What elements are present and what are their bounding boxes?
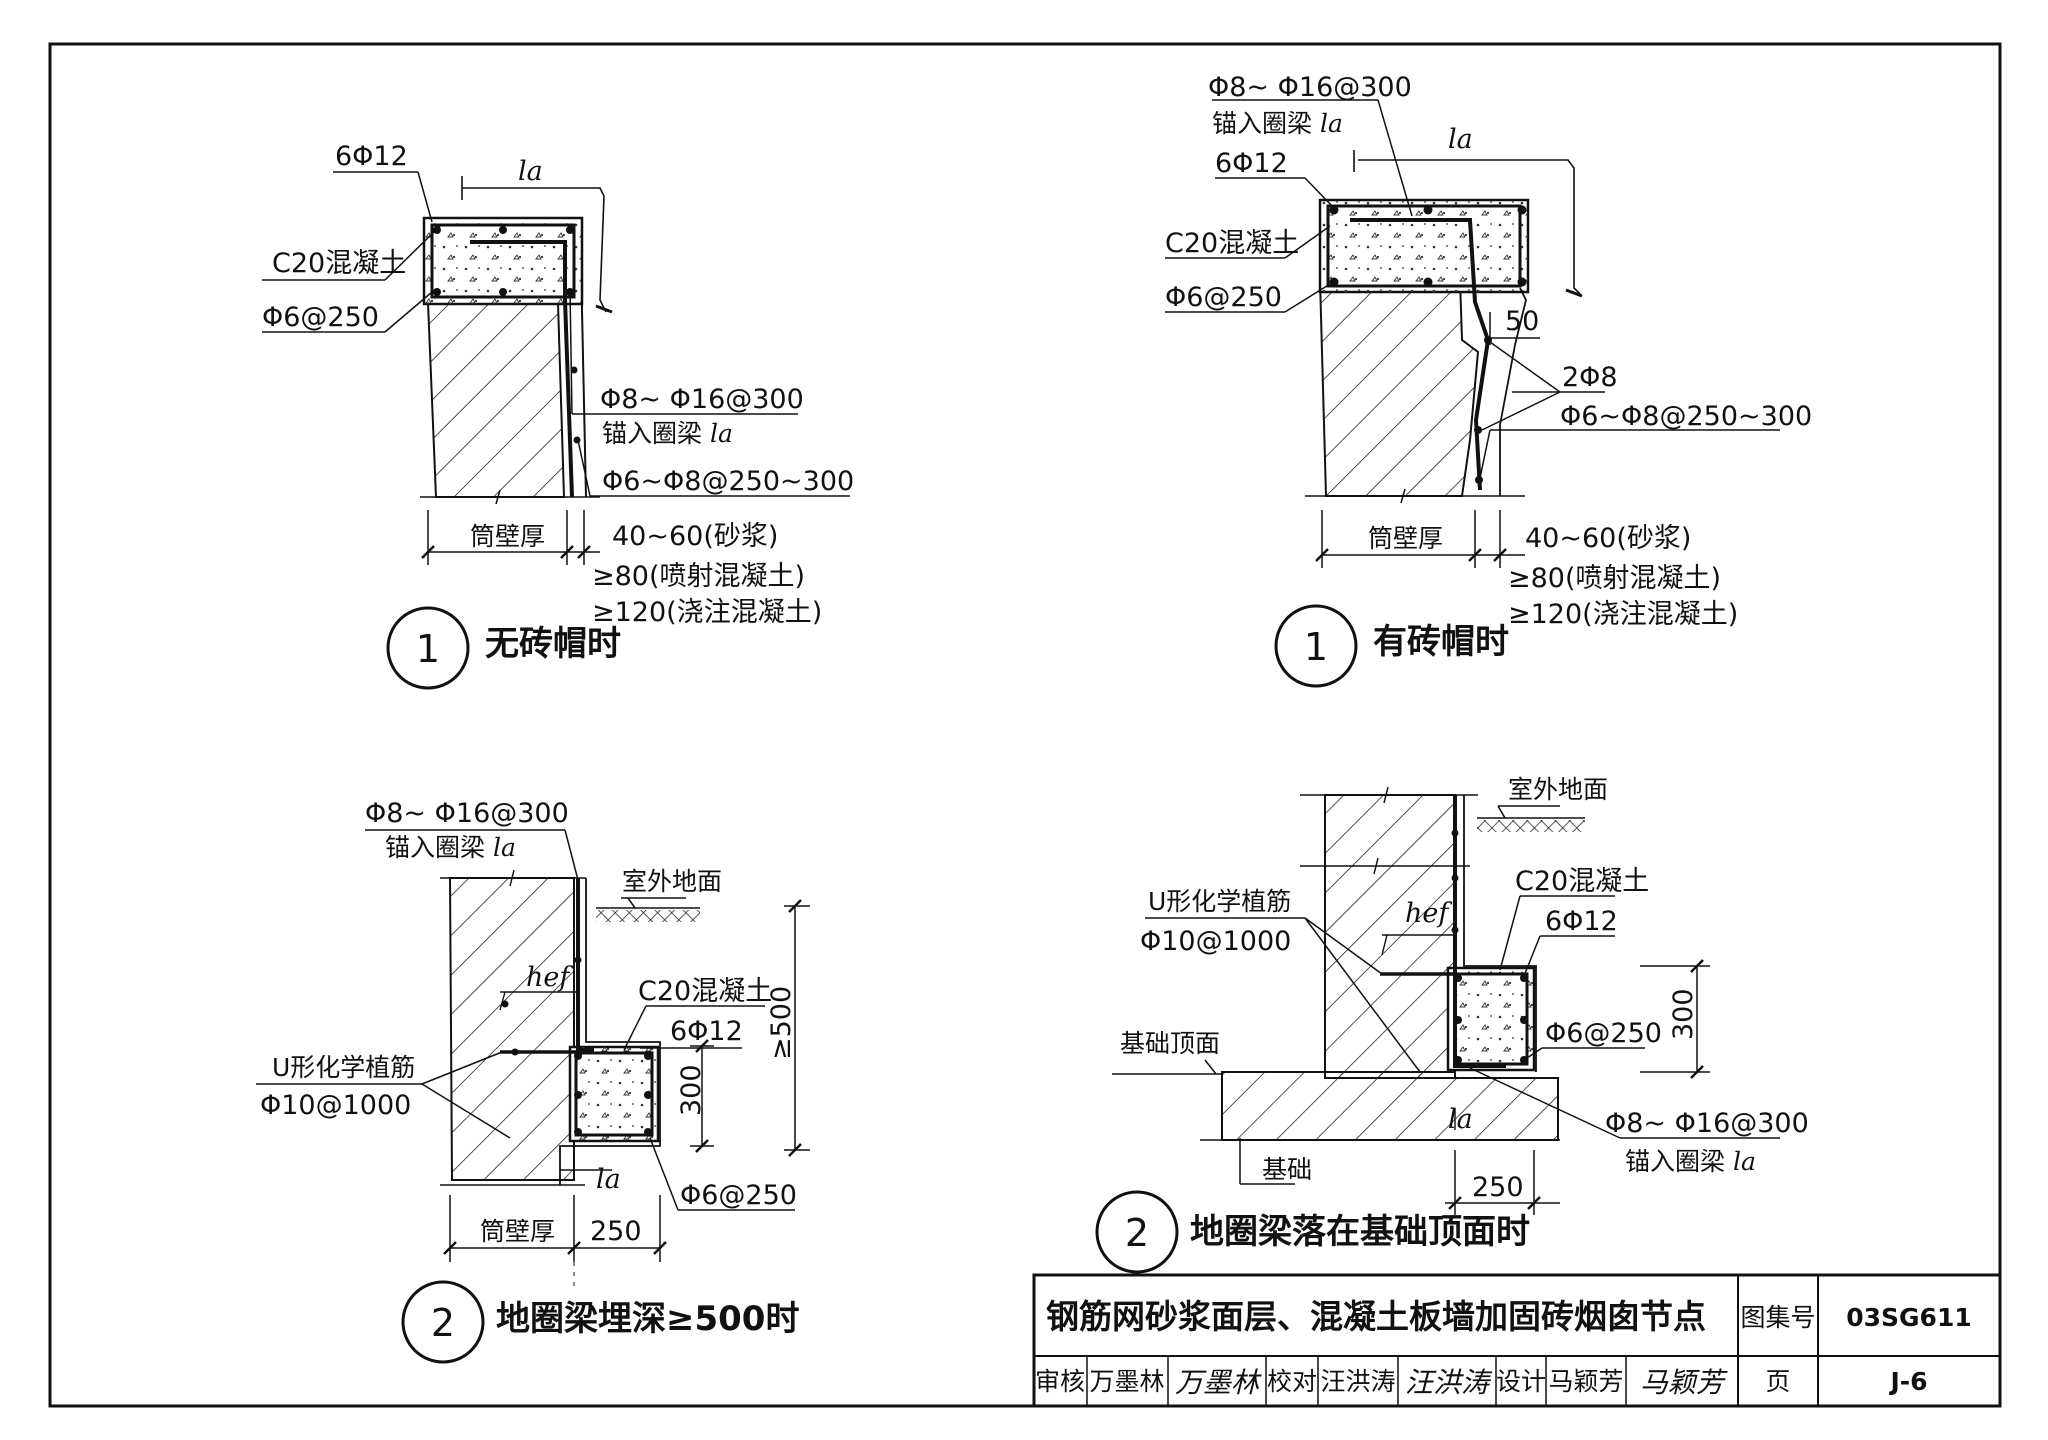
reviewer-name: 万墨林 <box>1089 1367 1164 1396</box>
anchor-note-label: 锚入圈梁 la <box>1212 109 1343 138</box>
anchor-length-label: la <box>1448 1104 1473 1135</box>
layer-cast-label: ≥120(浇注混凝土) <box>1508 599 1738 630</box>
anchor-length-label: la <box>1448 124 1473 155</box>
detail-title: 地圈梁埋深≥500时 <box>496 1299 799 1339</box>
detail-2-beam-on-foundation: 室外地面 C20混凝土 6Φ12 U形化学植筋 Φ10@1000 hef 300… <box>1095 775 1809 1274</box>
main-bar-label: 6Φ12 <box>670 1016 743 1047</box>
stirrup-label: Φ6@250 <box>1545 1018 1662 1049</box>
stirrup-label: Φ6@250 <box>680 1180 797 1211</box>
page-number: J-6 <box>1888 1367 1927 1396</box>
main-bar-label: 6Φ12 <box>1545 906 1618 937</box>
anchor-note-label: 锚入圈梁 la <box>1625 1147 1756 1176</box>
concrete-label: C20混凝土 <box>1165 228 1299 259</box>
atlas-label: 图集号 <box>1740 1303 1815 1332</box>
drawing-title: 钢筋网砂浆面层、混凝土板墙加固砖烟囱节点 <box>1046 1297 1706 1336</box>
detail-number-circle <box>386 606 470 690</box>
foundation-top-label: 基础顶面 <box>1120 1029 1220 1058</box>
checker-signature: 汪洪涛 <box>1405 1366 1493 1399</box>
anchor-length-label: la <box>518 156 543 187</box>
design-label: 设计 <box>1496 1367 1546 1396</box>
ground-hatch <box>596 910 700 922</box>
anchor-bar <box>470 240 574 498</box>
title-block: 钢筋网砂浆面层、混凝土板墙加固砖烟囱节点 图集号 03SG611 审核 万墨林 … <box>1032 1273 2002 1408</box>
review-label: 审核 <box>1035 1367 1085 1396</box>
atlas-number: 03SG611 <box>1846 1303 1972 1332</box>
main-bar-label: 6Φ12 <box>1215 148 1288 179</box>
hef-label: hef <box>526 962 573 993</box>
chimney-wall <box>1318 279 1480 497</box>
detail-title: 地圈梁落在基础顶面时 <box>1190 1212 1530 1252</box>
main-bar-label: 6Φ12 <box>335 141 408 172</box>
sheet-border <box>48 42 2002 1408</box>
detail-number-circle <box>1095 1190 1179 1274</box>
detail-number-circle <box>401 1280 485 1364</box>
anchor-bar-label: Φ8~ Φ16@300 <box>365 798 569 829</box>
dim-50-label: 50 <box>1505 306 1539 337</box>
anchor-bar-label: Φ8~ Φ16@300 <box>600 384 804 415</box>
detail-number: 2 <box>431 1301 455 1345</box>
designer-signature: 马颖芳 <box>1640 1366 1728 1399</box>
check-label: 校对 <box>1267 1367 1317 1396</box>
ground-label: 室外地面 <box>622 867 722 896</box>
chimney-wall <box>426 302 566 498</box>
checker-name: 汪洪涛 <box>1320 1367 1395 1396</box>
dim-300-label: 300 <box>676 1064 707 1116</box>
tie-bar-label: 2Φ8 <box>1562 362 1618 393</box>
layer-shotcrete-label: ≥80(喷射混凝土) <box>592 561 805 592</box>
anchor-length-label: la <box>596 1164 621 1195</box>
detail-number: 2 <box>1125 1211 1149 1255</box>
dim-300-label: 300 <box>1668 988 1699 1040</box>
anchor-bar <box>576 878 594 1052</box>
u-bar-spec-label: Φ10@1000 <box>260 1090 411 1121</box>
chimney-wall <box>1324 794 1456 1079</box>
dim-250-label: 250 <box>590 1216 642 1247</box>
concrete-label: C20混凝土 <box>638 976 772 1007</box>
detail-number: 1 <box>416 627 440 671</box>
chimney-wall <box>448 877 575 1181</box>
layer-mortar-label: 40~60(砂浆) <box>612 521 778 552</box>
hef-label: hef <box>1405 898 1452 929</box>
anchor-bar-label: Φ8~ Φ16@300 <box>1605 1108 1809 1139</box>
dim-250-label: 250 <box>1472 1172 1524 1203</box>
u-bar-label: U形化学植筋 <box>1148 887 1291 916</box>
mesh-label: Φ6~Φ8@250~300 <box>1560 401 1812 432</box>
ground-hatch <box>1477 820 1585 832</box>
anchor-note-label: 锚入圈梁 la <box>385 833 516 862</box>
layer-shotcrete-label: ≥80(喷射混凝土) <box>1508 563 1721 594</box>
wall-thickness-label: 筒壁厚 <box>470 522 545 551</box>
detail-title: 无砖帽时 <box>485 624 621 664</box>
detail-1-with-brick-cap: Φ8~ Φ16@300 锚入圈梁 la la 6Φ12 C20混凝土 Φ6@25… <box>1165 72 1812 688</box>
mesh-label: Φ6~Φ8@250~300 <box>602 466 854 497</box>
concrete-label: C20混凝土 <box>1515 866 1649 897</box>
detail-1-no-brick-cap: 6Φ12 la C20混凝土 Φ6@250 Φ8~ Φ16@300 锚入圈梁 l… <box>262 141 854 690</box>
foundation-label: 基础 <box>1262 1155 1312 1184</box>
layer-cast-label: ≥120(浇注混凝土) <box>592 597 822 628</box>
wall-thickness-label: 筒壁厚 <box>1368 524 1443 553</box>
anchor-bar-label: Φ8~ Φ16@300 <box>1208 72 1412 103</box>
detail-number-circle <box>1274 604 1358 688</box>
designer-name: 马颖芳 <box>1548 1367 1623 1396</box>
reviewer-signature: 万墨林 <box>1175 1366 1262 1399</box>
dim-500-label: ≥500 <box>766 986 797 1060</box>
foundation <box>1221 1071 1559 1141</box>
detail-2-deep-ground-beam: Φ8~ Φ16@300 锚入圈梁 la 室外地面 hef C20混凝土 6Φ12… <box>256 798 810 1364</box>
layer-mortar-label: 40~60(砂浆) <box>1525 523 1691 554</box>
u-bar-spec-label: Φ10@1000 <box>1140 926 1291 957</box>
stirrup-label: Φ6@250 <box>262 302 379 333</box>
stirrup-label: Φ6@250 <box>1165 282 1282 313</box>
concrete-label: C20混凝土 <box>272 248 406 279</box>
detail-title: 有砖帽时 <box>1373 622 1509 662</box>
detail-number: 1 <box>1304 625 1328 669</box>
anchor-bar <box>1453 795 1506 1068</box>
anchor-note-label: 锚入圈梁 la <box>602 419 733 448</box>
ground-label: 室外地面 <box>1508 775 1608 804</box>
page-label: 页 <box>1765 1367 1790 1396</box>
wall-thickness-label: 筒壁厚 <box>480 1217 555 1246</box>
u-bar-label: U形化学植筋 <box>272 1053 415 1082</box>
